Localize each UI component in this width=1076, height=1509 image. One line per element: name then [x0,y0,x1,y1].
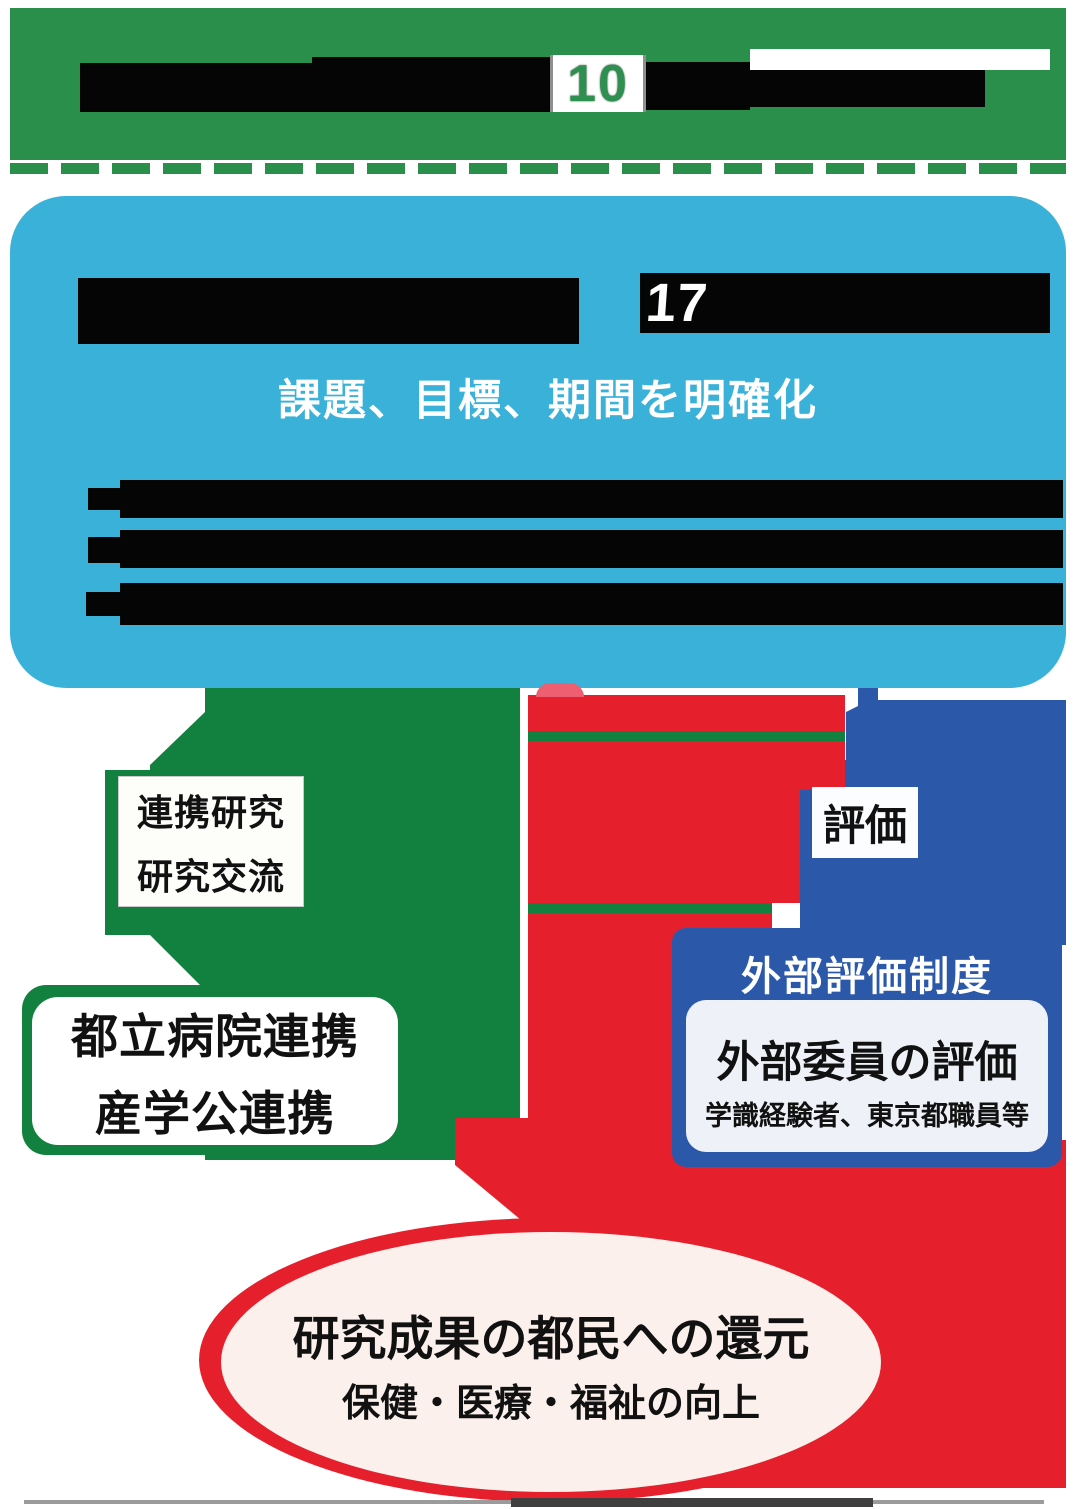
redacted-header-text [80,63,312,112]
outcome-ellipse [221,1232,881,1492]
collaboration-tag-box: 連携研究 研究交流 [118,776,304,907]
redacted-header-text [642,62,750,110]
red-arrow-top [528,695,845,731]
external-evaluation-inner-box [686,1000,1048,1152]
perforated-edge [10,163,1066,174]
redacted-plan-title: 17 [640,273,1050,333]
collaboration-box-line2: 産学公連携 [95,1087,335,1140]
redacted-header-text [750,70,985,107]
evaluation-tag-box: 評価 [812,787,918,858]
blue-arrow-shape [800,688,1066,945]
bullet-marker [88,488,120,510]
bullet-marker [88,537,120,563]
external-evaluation-sub: 学識経験者、東京都職員等 [705,1101,1029,1131]
collaboration-box-line1: 都立病院連携 [71,1010,359,1063]
collaboration-tag-line1: 連携研究 [136,791,285,833]
collaboration-tag-line2: 研究交流 [136,855,285,897]
evaluation-tag-label: 評価 [822,802,907,849]
header-highlight-box: 10 [550,54,646,113]
bullet-marker [86,592,122,616]
outcome-line2: 保健・医療・福祉の向上 [341,1383,760,1425]
redacted-bullet-line [120,583,1063,625]
redacted-bullet-line [120,480,1063,518]
green-divider [528,903,772,913]
red-arrow-mid-b [528,790,800,903]
external-evaluation-title: 外部評価制度 [741,955,993,999]
header-white-strip [750,49,1050,70]
red-arrow-tip [536,683,584,697]
collaboration-box: 都立病院連携 産学公連携 [32,997,398,1145]
green-divider [528,731,845,741]
plan-subtitle: 課題、目標、期間を明確化 [278,377,818,425]
external-evaluation-main: 外部委員の評価 [716,1039,1018,1087]
header-highlight-value: 10 [567,54,629,113]
redacted-bullet-line [120,530,1063,568]
red-arrow-mid-a [528,741,845,790]
bottom-rule-dark [511,1498,873,1507]
outcome-line1: 研究成果の都民への還元 [292,1312,810,1365]
redacted-plan-title [78,278,579,344]
